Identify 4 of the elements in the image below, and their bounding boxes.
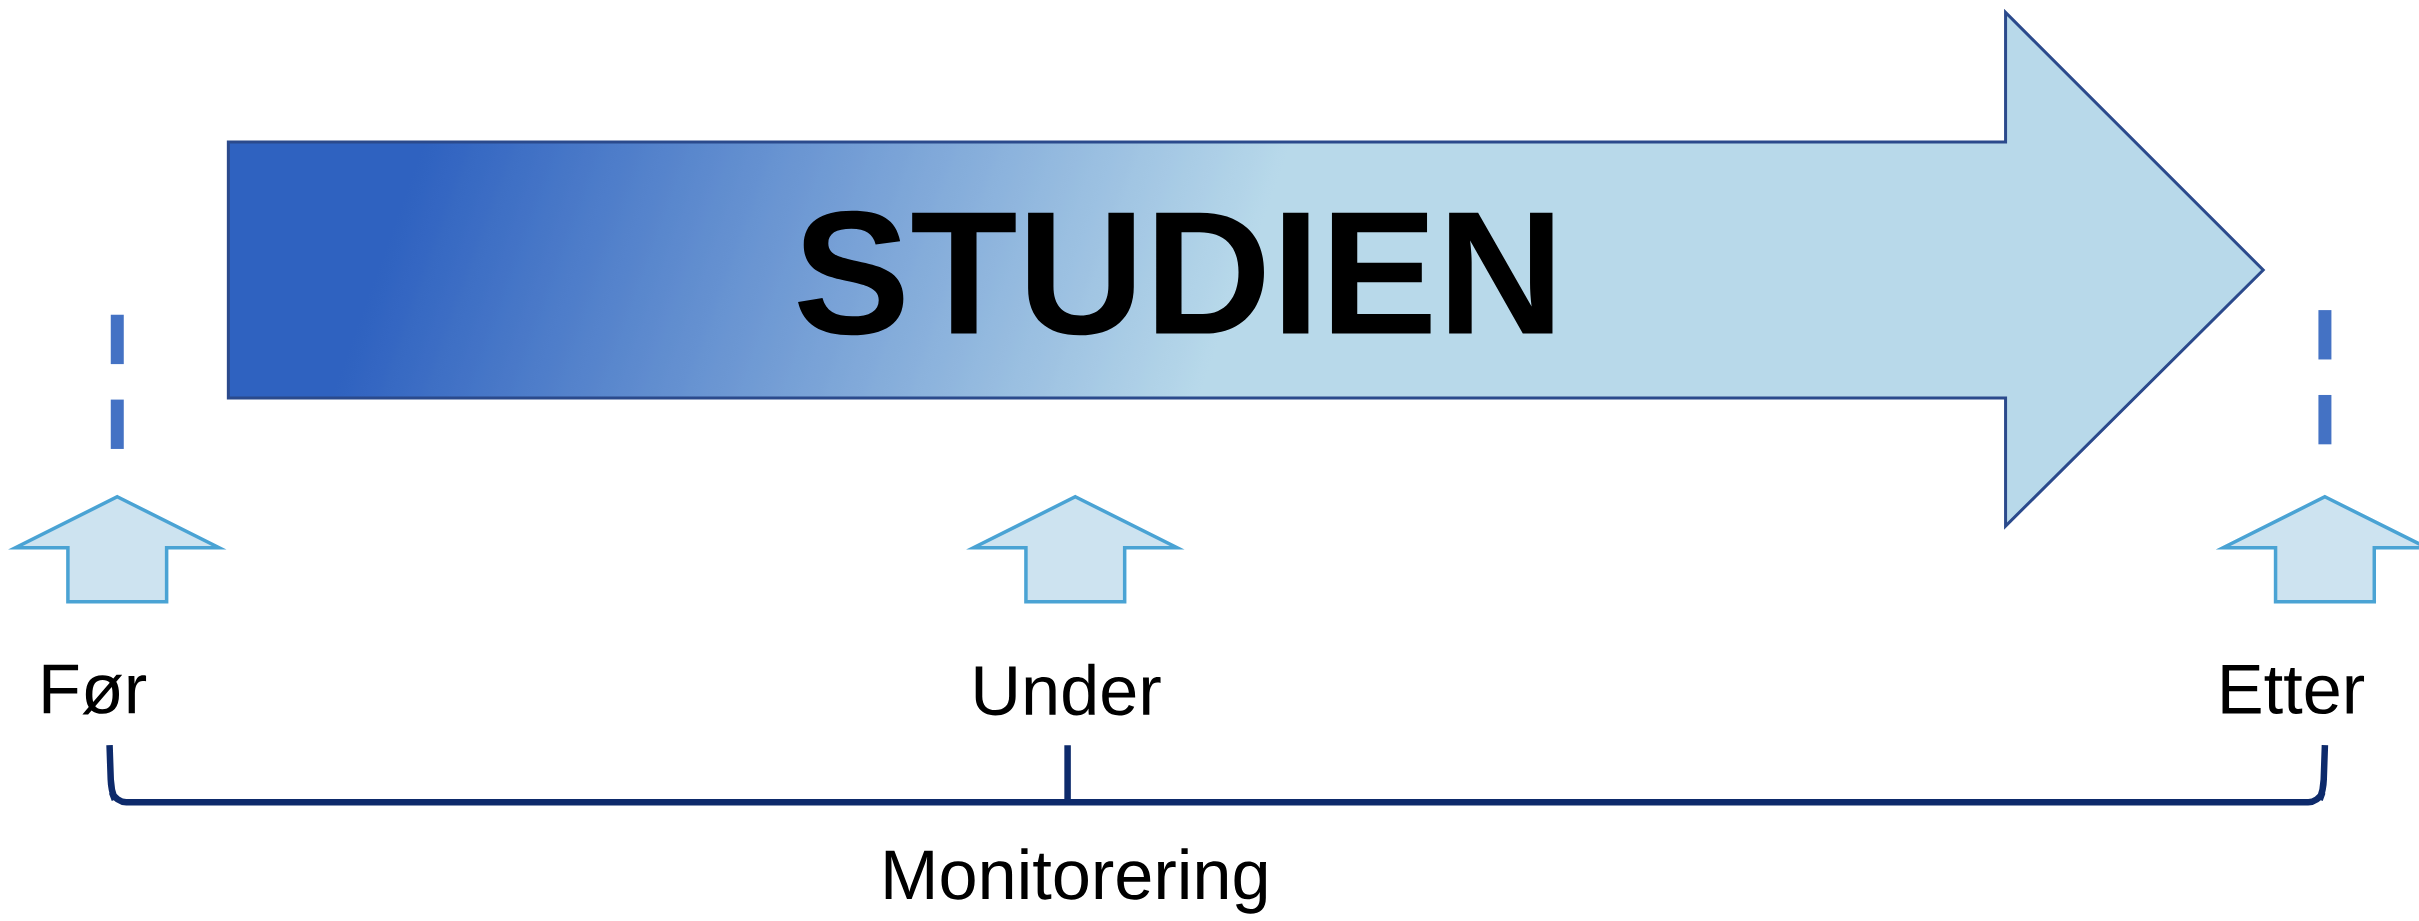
text-label: Under bbox=[975, 663, 1161, 716]
text-label: Etter bbox=[2222, 665, 2365, 715]
text-label: Monitorering bbox=[885, 848, 1267, 914]
text-label: Før bbox=[43, 664, 147, 715]
